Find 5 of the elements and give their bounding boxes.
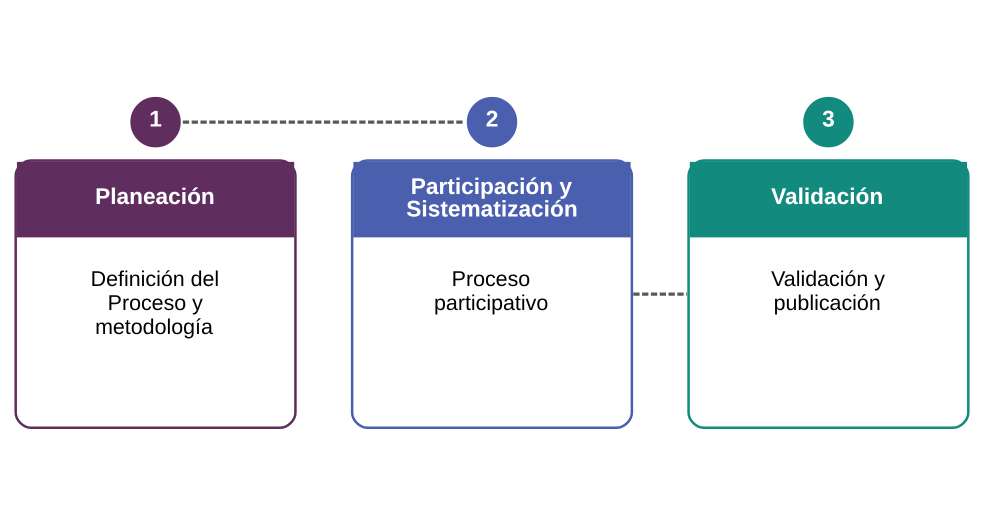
connector — [633, 292, 688, 296]
connector — [182, 120, 465, 124]
node-box: Participación y Sistematización Proceso participativo — [350, 158, 634, 428]
node-box: Validación Validación y publicación — [687, 158, 970, 428]
node-box: Planeación Definición del Proceso y metodología — [14, 158, 297, 428]
